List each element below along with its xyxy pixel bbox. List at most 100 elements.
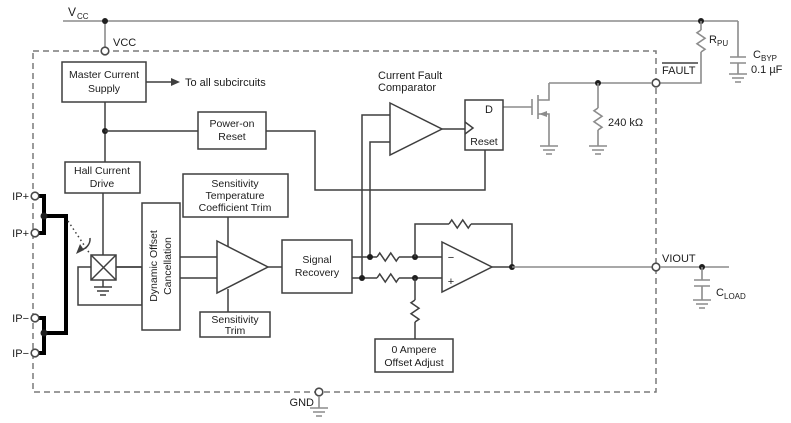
ip-plus-1-terminal xyxy=(30,191,40,201)
rpu-label-sub: PU xyxy=(717,39,728,48)
vcc-pin-label: VCC xyxy=(113,37,136,49)
latch-d-label: D xyxy=(485,104,493,116)
comparator-input-wire-lower xyxy=(369,141,390,257)
hall-plate-x-icon xyxy=(90,254,117,281)
cbyp-label-sub: BYP xyxy=(761,54,777,63)
ground-symbol xyxy=(94,286,112,296)
current-bus xyxy=(38,194,68,355)
input-resistor-lower xyxy=(376,272,400,284)
current-fault-comparator: Current Fault Comparator xyxy=(361,70,465,278)
signal-recovery-label-1: Signal xyxy=(302,254,331,266)
ip-minus-1-label: IP− xyxy=(12,313,29,325)
junction-dot xyxy=(367,254,373,260)
viout-pin-label: VIOUT xyxy=(662,253,696,265)
sens-trim-label-2: Trim xyxy=(225,325,246,337)
ground-symbol xyxy=(589,145,607,155)
fault-output-stage: 240 kΩ xyxy=(503,80,652,155)
cbyp-label: C xyxy=(753,49,761,61)
master-supply-label-2: Supply xyxy=(88,83,121,95)
gnd-pin-label: GND xyxy=(290,397,315,409)
hall-current-drive: Hall Current Drive xyxy=(64,161,141,255)
vcc-pin-terminal xyxy=(100,46,110,56)
ip-plus-2-label: IP+ xyxy=(12,228,29,240)
zero-offset-label-1: 0 Ampere xyxy=(392,344,437,356)
hall-drive-label-1: Hall Current xyxy=(74,165,130,177)
latch-box xyxy=(464,99,504,151)
comparator-triangle xyxy=(389,101,444,157)
signal-recovery-box xyxy=(281,239,353,294)
mosfet-source xyxy=(538,113,550,146)
rpu-label: R xyxy=(709,34,717,46)
zero-offset-label-2: Offset Adjust xyxy=(384,357,443,369)
opamp-minus-label: − xyxy=(448,252,454,264)
opamp-triangle xyxy=(441,240,494,294)
comparator-label-1: Current Fault xyxy=(378,70,442,82)
zero-ampere-offset-adjust: 0 Ampere Offset Adjust xyxy=(374,338,454,373)
viout-pin-group: VIOUT C LOAD xyxy=(651,253,746,309)
doc-label-2: Cancellation xyxy=(162,237,174,295)
gnd-pin-group: GND xyxy=(290,387,328,417)
doc-box xyxy=(141,202,181,331)
ground-symbol xyxy=(310,407,328,417)
por-label-2: Reset xyxy=(218,131,246,143)
to-all-subcircuits-label: To all subcircuits xyxy=(185,77,266,89)
mosfet-arrow xyxy=(539,111,547,117)
ip-plus-2-terminal xyxy=(30,228,40,238)
fault-pullup-wire xyxy=(660,52,702,84)
signal-recovery: Signal Recovery xyxy=(281,239,353,294)
cbyp-value: 0.1 µF xyxy=(751,64,783,76)
r240-label: 240 kΩ xyxy=(608,117,643,129)
rotation-arrowhead-icon xyxy=(76,244,84,254)
ip-minus-2-terminal xyxy=(30,348,40,358)
r240-resistor xyxy=(592,107,604,131)
offset-resistor xyxy=(409,299,421,323)
cload-label-sub: LOAD xyxy=(724,292,746,301)
vcc-rail-label: V xyxy=(68,5,76,19)
ip-plus-1-label: IP+ xyxy=(12,191,29,203)
por-box xyxy=(197,111,267,150)
ip-minus-2-label: IP− xyxy=(12,348,29,360)
junction-dot xyxy=(40,212,48,220)
cbyp-capacitor xyxy=(730,21,746,74)
comparator-input-wire-upper xyxy=(361,114,390,278)
master-current-supply: Master Current Supply To all subcircuits xyxy=(61,61,266,162)
master-supply-box xyxy=(61,61,147,103)
junction-dot xyxy=(102,18,108,24)
ip-minus-1-terminal xyxy=(30,313,40,323)
junction-dot xyxy=(359,275,365,281)
ic-boundary xyxy=(32,50,657,393)
comparator-label-2: Comparator xyxy=(378,82,436,94)
feedback-resistor xyxy=(448,218,472,230)
latch-reset-label: Reset xyxy=(470,136,498,148)
sens-trim-label-1: Sensitivity xyxy=(211,314,259,326)
hall-drive-label-2: Drive xyxy=(90,178,115,190)
feedback-wire-right xyxy=(471,223,513,267)
power-on-reset: Power-on Reset xyxy=(197,111,267,150)
cload-label: C xyxy=(716,287,724,299)
vcc-rail-sub: CC xyxy=(77,12,89,21)
ground-symbol xyxy=(540,145,558,155)
sensitivity-trim-box xyxy=(199,311,271,338)
fault-latch: D Reset xyxy=(464,99,504,151)
output-opamp-network: − + xyxy=(352,218,652,339)
fault-pin-terminal xyxy=(651,78,661,88)
clock-input-glyph xyxy=(464,121,475,135)
stc-trim-label-3: Coefficient Trim xyxy=(199,202,272,214)
fault-pin-label: FAULT xyxy=(662,65,696,77)
doc-output-wires xyxy=(180,256,217,279)
ground-symbol xyxy=(729,73,747,83)
viout-pin-terminal xyxy=(651,262,661,272)
amplifier-triangle xyxy=(216,239,270,295)
ground-symbol xyxy=(693,299,711,309)
sensitivity-tc-trim-box xyxy=(182,173,289,218)
gain-stage: Sensitivity Temperature Coefficient Trim… xyxy=(182,173,289,338)
junction-dot xyxy=(40,329,48,337)
pullup-bypass-network: R PU C BYP 0.1 µF xyxy=(660,18,783,84)
por-to-reset-wire xyxy=(266,130,486,191)
stc-trim-label-2: Temperature xyxy=(206,190,265,202)
opamp-plus-label: + xyxy=(448,276,454,288)
signal-recovery-label-2: Recovery xyxy=(295,267,340,279)
mosfet-drain xyxy=(538,83,550,101)
